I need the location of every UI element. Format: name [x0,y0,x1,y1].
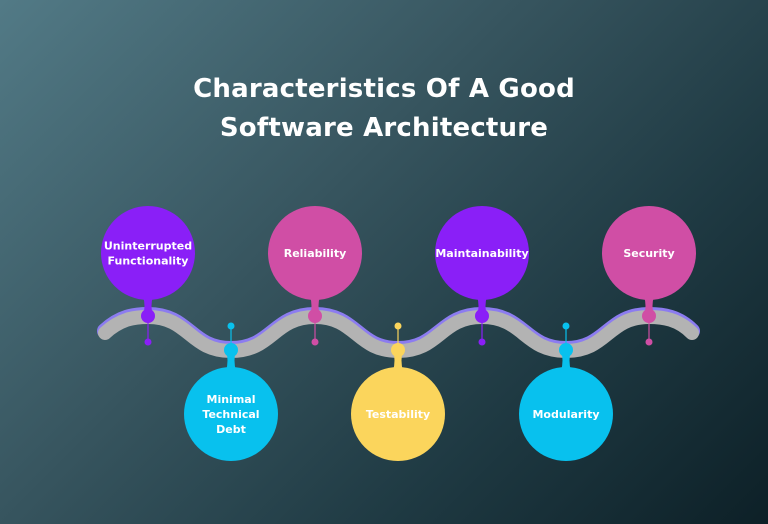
timeline-node [308,309,322,323]
connector-dot [394,322,402,330]
title-line-2: Software Architecture [219,113,549,143]
connector-dot [645,338,653,346]
title-line-1: Characteristics Of A Good [193,74,575,104]
milestone-3: Testability [351,322,445,461]
timeline-node [642,309,656,323]
bubble-label: Testability [366,408,430,421]
bubble-circle [268,206,362,300]
bubble-circle [519,367,613,461]
bubble-label: Technical [202,408,259,421]
bubble-label: Uninterrupted [104,240,192,253]
timeline-node [559,343,573,357]
bubble-circle [351,367,445,461]
bubble-label: Maintainability [435,247,528,260]
connector-dot [562,322,570,330]
connector-dot [227,322,235,330]
bubble-label: Modularity [532,408,599,421]
bubble-circle [435,206,529,300]
milestone-6: Security [602,206,696,346]
bubble-label: Security [623,247,674,260]
milestone-4: Maintainability [435,206,529,346]
timeline-node [475,309,489,323]
connector-dot [311,338,319,346]
timeline-node [141,309,155,323]
milestone-5: Modularity [519,322,613,461]
bubble-label: Functionality [108,255,189,268]
timeline-node [391,343,405,357]
milestone-2: Reliability [268,206,362,346]
bubble-circle [602,206,696,300]
bubble-label: Reliability [284,247,347,260]
connector-dot [478,338,486,346]
bubble-label: Debt [216,423,246,436]
bubble-circle [184,367,278,461]
connector-dot [144,338,152,346]
bubble-circle [101,206,195,300]
bubble-label: Minimal [207,393,256,406]
timeline-node [224,343,238,357]
